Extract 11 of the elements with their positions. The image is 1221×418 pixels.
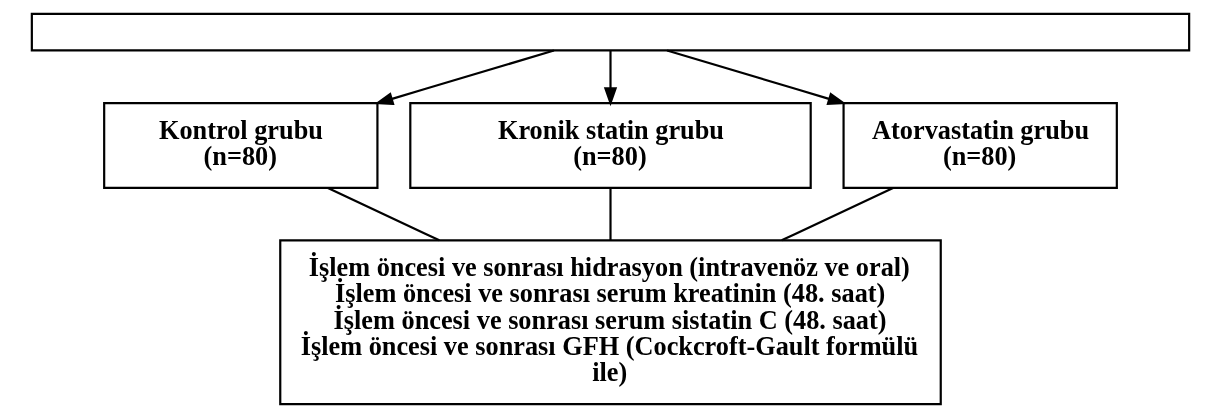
arrow xyxy=(603,50,618,107)
connector xyxy=(781,186,894,242)
connector xyxy=(327,186,440,242)
node-box xyxy=(30,12,1191,52)
node-box: İşlem öncesi ve sonrası hidrasyon (intravenöz ve oral) İşlem öncesi ve sonrası serum kreatinin (48. saat) İşlem öncesi ve sonrası serum sistatin C (48. saat) İşlem öncesi ve sonrası GFH (Cockcroft-Gault formülü ile) xyxy=(279,239,942,406)
arrow xyxy=(666,49,847,106)
node-box: Kontrol grubu (n=80) xyxy=(103,101,379,189)
node-box: Kronik statin grubu (n=80) xyxy=(409,101,812,189)
node-box: Atorvastatin grubu (n=80) xyxy=(842,101,1118,189)
connector xyxy=(609,188,612,241)
arrow xyxy=(374,49,555,106)
